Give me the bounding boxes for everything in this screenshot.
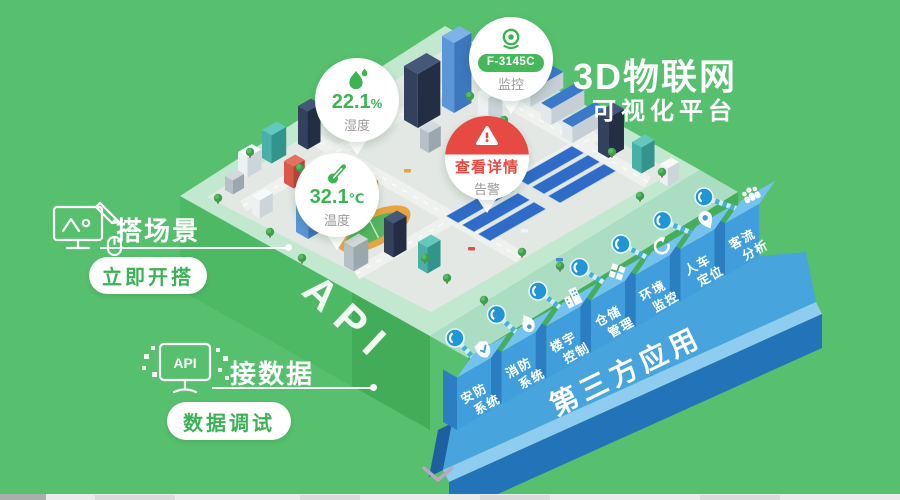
bottom-strip	[0, 494, 900, 500]
people-icon	[742, 186, 761, 204]
humidity-label: 湿度	[343, 118, 370, 133]
page-title: 3D物联网	[573, 56, 738, 97]
stream-node-icon	[569, 257, 590, 278]
warning-triangle-icon	[476, 126, 498, 145]
connect-underline	[212, 387, 372, 389]
thermometer-icon	[327, 164, 346, 184]
scene-builder-heading: 搭场景	[116, 216, 201, 246]
connect-underline-dot	[370, 384, 377, 391]
location-pin-icon	[698, 211, 713, 229]
shield-icon	[474, 341, 491, 358]
chevron-down-icon[interactable]	[422, 466, 454, 482]
humidity-value: 22.1%	[331, 91, 383, 113]
api-icon-text: API	[173, 355, 196, 371]
temperature-label: 温度	[323, 213, 350, 228]
scene-builder-icon	[52, 201, 123, 257]
stream-node-icon	[486, 304, 507, 325]
stream-node-icon	[694, 187, 714, 207]
water-drop-icon	[349, 68, 368, 90]
temperature-callout[interactable]: 32.1℃ 温度	[295, 153, 379, 250]
building-icon	[563, 286, 583, 309]
refresh-icon	[653, 237, 670, 255]
stream-node-icon	[611, 234, 631, 254]
connect-data-heading: 接数据	[230, 359, 315, 389]
view-details-link[interactable]: 查看详情	[454, 159, 519, 176]
flame-icon	[522, 314, 535, 332]
platform-left-face-shade	[352, 292, 430, 430]
camera-label: 监控	[497, 76, 524, 92]
third-party-slab	[429, 252, 822, 500]
temperature-value: 32.1℃	[309, 186, 365, 208]
stream-node-icon	[528, 281, 548, 301]
boxes-icon	[608, 263, 626, 281]
build-now-button[interactable]: 立即开搭	[89, 257, 207, 294]
alert-label: 告警	[473, 182, 500, 197]
page-subtitle: 可视化平台	[592, 98, 737, 125]
stream-node-icon	[445, 328, 465, 348]
scene-underline	[100, 247, 286, 249]
device-id-badge[interactable]: F-3145C	[477, 54, 545, 72]
api-connect-icon: API	[142, 342, 229, 394]
humidity-callout[interactable]: 22.1% 湿度	[315, 58, 399, 155]
data-debug-button[interactable]: 数据调试	[167, 402, 291, 440]
stream-node-icon	[652, 210, 673, 231]
camera-callout[interactable]: F-3145C 监控	[469, 17, 553, 114]
alert-callout[interactable]: 查看详情 告警	[445, 116, 529, 213]
scene-underline-dot	[285, 244, 292, 251]
webcam-icon	[502, 28, 520, 50]
